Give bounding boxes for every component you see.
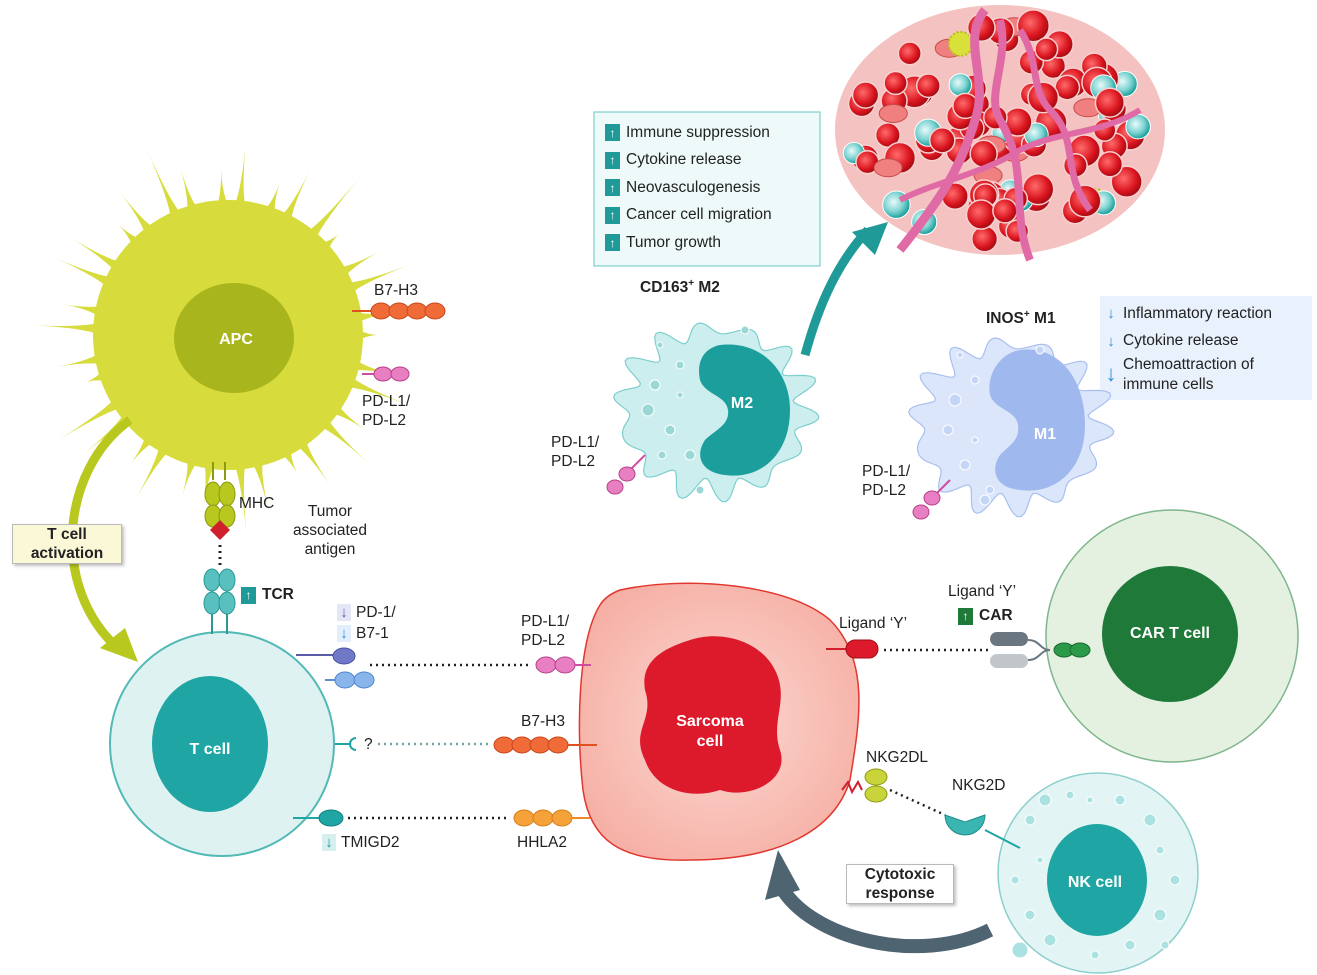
m1-effect-item: ↓ Chemoattraction of immune cells (1105, 356, 1254, 393)
m1-title: INOS+ M1 (986, 309, 1056, 328)
m1-label: M1 (1033, 426, 1057, 443)
apc-b7h3-label: B7-H3 (374, 282, 418, 299)
nkg2dl-label: NKG2DL (866, 749, 929, 766)
t-cell (109, 568, 375, 857)
mhc-label: MHC (239, 495, 275, 512)
arrow-down-icon: ↓ (337, 625, 351, 642)
m1-effects-box (1100, 296, 1312, 400)
apc-pdl-label: PD-L1/PD-L2 (362, 393, 411, 429)
arrow-up-icon: ↑ (241, 587, 256, 604)
arrow-down-icon: ↓ (1107, 305, 1115, 323)
m2-effect-item: ↑Cytokine release (605, 147, 772, 175)
tmigd2-label: ↓TMIGD2 (322, 833, 400, 852)
arrow-down-icon: ↓ (337, 604, 351, 621)
m2-effect-item: ↑Cancer cell migration (605, 202, 772, 230)
m1-macrophage (908, 337, 1115, 520)
m2-tumor-arrow (800, 226, 872, 357)
car-t-cell (990, 509, 1299, 763)
arrow-up-icon: ↑ (605, 234, 620, 252)
arrow-down-icon: ↓ (322, 834, 336, 851)
car-t-label: CAR T cell (1129, 625, 1210, 642)
m2-label: M2 (730, 395, 754, 412)
m2-effect-item: ↑Neovasculogenesis (605, 174, 772, 202)
cytotoxic-arrow (773, 881, 994, 954)
m2-effects-box (593, 111, 821, 267)
arrow-up-icon: ↑ (605, 179, 620, 197)
m2-effects-list: ↑Immune suppression ↑Cytokine release ↑N… (605, 119, 772, 257)
hhla2-label: HHLA2 (517, 834, 567, 851)
arrow-up-icon: ↑ (605, 206, 620, 224)
sarcoma-pdl-label: PD-L1/PD-L2 (521, 613, 570, 649)
b71-label: ↓B7-1 (337, 624, 389, 643)
nk-cell (944, 772, 1199, 974)
arrow-down-icon: ↓ (1107, 332, 1115, 350)
apc-label: APC (219, 331, 253, 348)
m1-effect-item: ↓Cytokine release (1104, 328, 1301, 356)
pd1-label: ↓PD-1/ (337, 603, 396, 622)
t-cell-label: T cell (189, 741, 231, 758)
m1-pdl-label: PD-L1/PD-L2 (862, 463, 911, 499)
ligand-y-car-label: Ligand ‘Y’ (948, 583, 1017, 600)
nk-label: NK cell (1067, 874, 1123, 891)
m2-title: CD163+ M2 (640, 278, 720, 297)
arrow-up-icon: ↑ (605, 124, 620, 142)
ligand-y-sarcoma-label: Ligand ‘Y’ (839, 615, 908, 632)
arrow-up-icon: ↑ (605, 151, 620, 169)
tumor-mass (835, 5, 1165, 262)
m1-effect-item: ↓Inflammatory reaction (1104, 300, 1301, 328)
apc-cell (30, 143, 446, 568)
m1-effects-list: ↓Inflammatory reaction ↓Cytokine release… (1104, 300, 1301, 395)
arrow-down-icon: ↓ (1105, 361, 1117, 386)
car-label: ↑CAR (958, 606, 1013, 625)
m2-pdl-label: PD-L1/PD-L2 (551, 434, 600, 470)
sarcoma-b7h3-label: B7-H3 (521, 713, 565, 730)
m2-macrophage (606, 322, 820, 503)
arrow-up-icon: ↑ (958, 608, 973, 625)
sarcoma-cell (493, 582, 888, 861)
tcr-label: ↑TCR (241, 585, 294, 604)
m2-effect-item: ↑Immune suppression (605, 119, 772, 147)
m2-effect-item: ↑Tumor growth (605, 229, 772, 257)
question-label: ? (364, 736, 373, 753)
nkg2d-label: NKG2D (952, 777, 1006, 794)
